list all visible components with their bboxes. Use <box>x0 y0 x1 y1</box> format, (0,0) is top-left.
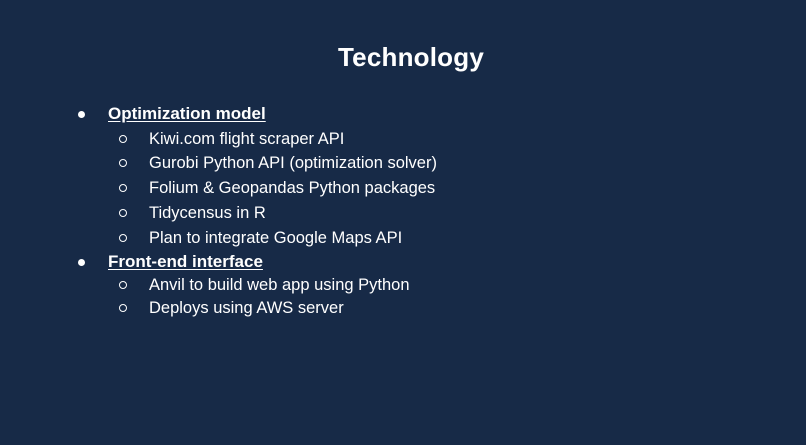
hollow-bullet-icon <box>119 184 127 192</box>
filled-bullet-icon <box>78 259 85 266</box>
section-heading: Optimization model <box>108 104 266 123</box>
hollow-bullet-icon <box>119 159 127 167</box>
hollow-bullet-icon <box>119 135 127 143</box>
section-heading: Front-end interface <box>108 252 263 271</box>
hollow-bullet-icon <box>119 209 127 217</box>
list-item-label: Deploys using AWS server <box>149 299 344 317</box>
list-item-label: Plan to integrate Google Maps API <box>149 229 403 247</box>
hollow-bullet-icon <box>119 281 127 289</box>
list-item-label: Kiwi.com flight scraper API <box>149 130 345 148</box>
list-item-label: Anvil to build web app using Python <box>149 276 410 294</box>
hollow-bullet-icon <box>119 234 127 242</box>
filled-bullet-icon <box>78 111 85 118</box>
hollow-bullet-icon <box>119 304 127 312</box>
slide-title: Technology <box>338 42 484 72</box>
list-item-label: Tidycensus in R <box>149 204 266 222</box>
list-item-label: Folium & Geopandas Python packages <box>149 179 436 197</box>
list-item-label: Gurobi Python API (optimization solver) <box>149 154 437 172</box>
